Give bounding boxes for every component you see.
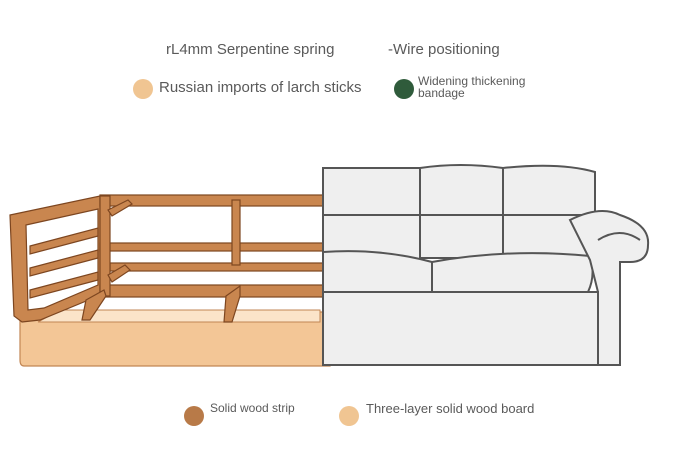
serpentine-spring-label: rL4mm Serpentine spring — [166, 41, 335, 58]
three-layer-board-label: Three-layer solid wood board — [366, 401, 535, 416]
solid-wood-strip-label: Solid wood strip — [210, 401, 295, 415]
larch-sticks-swatch — [133, 79, 153, 99]
solid-wood-strip-swatch — [184, 406, 204, 426]
arm-frame — [9, 195, 109, 323]
three-layer-board-swatch — [339, 406, 359, 426]
sofa-outline — [322, 164, 650, 366]
wire-positioning-label: -Wire positioning — [388, 41, 500, 58]
bandage-swatch — [394, 79, 414, 99]
seat-frame — [81, 194, 326, 323]
bandage-label: Widening thickening bandage — [418, 74, 526, 100]
sofa-frame-illustration — [9, 164, 650, 367]
larch-sticks-label: Russian imports of larch sticks — [159, 79, 362, 96]
